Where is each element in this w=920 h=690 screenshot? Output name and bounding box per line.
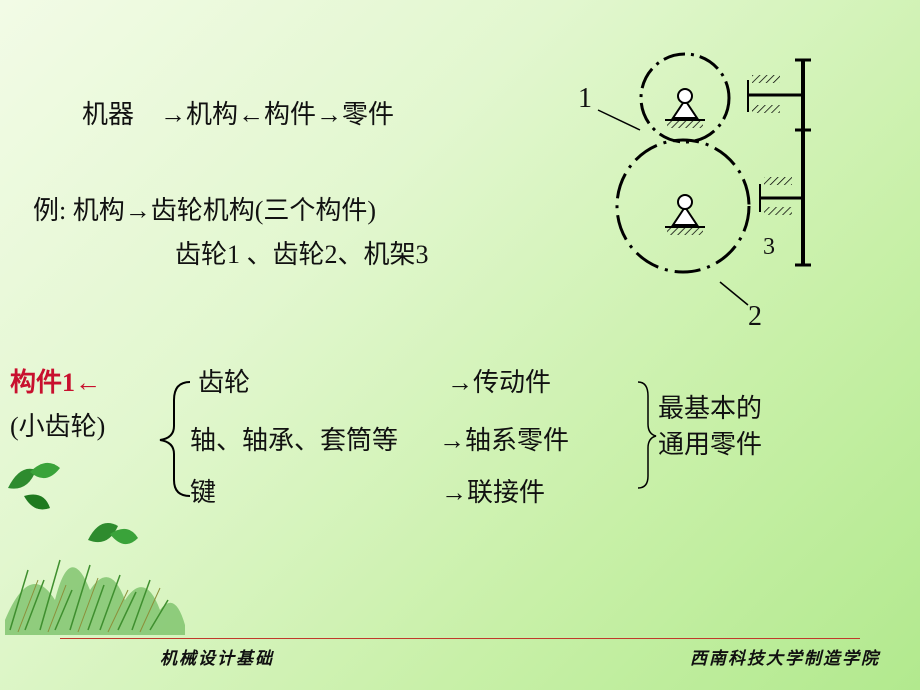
label-1: 1: [578, 83, 592, 114]
item-category: →联接件: [441, 478, 546, 507]
item-part: 齿轮: [198, 368, 251, 397]
item-part: 轴、轴承、套筒等: [190, 426, 399, 455]
large-gear-pivot: [671, 205, 699, 226]
label-3: 3: [763, 234, 775, 260]
item-category: →轴系零件: [439, 426, 570, 455]
small-gear-circle: [639, 52, 731, 144]
grass-decoration: [5, 462, 185, 635]
right-brace: [637, 381, 657, 489]
footer-course: 机械设计基础: [160, 649, 274, 668]
example-text: 例: 机构→齿轮机构(三个构件): [33, 196, 377, 225]
item-part: 键: [190, 478, 217, 507]
large-gear-circle: [615, 138, 751, 274]
component-subtitle: (小齿轮): [10, 412, 106, 441]
component-title: 构件1←: [10, 368, 102, 397]
item-category: →传动件: [447, 368, 552, 397]
parts-text: 齿轮1 、齿轮2、机架3: [175, 240, 429, 269]
small-gear-pivot: [671, 98, 699, 119]
summary-line1: 最基本的: [658, 394, 763, 423]
summary-line2: 通用零件: [658, 430, 763, 459]
footer-divider: [60, 638, 860, 639]
label-2: 2: [748, 301, 762, 332]
hierarchy-text: 机器 →机构←构件→零件: [82, 100, 395, 129]
footer-school: 西南科技大学制造学院: [690, 649, 880, 668]
left-brace: [159, 381, 191, 497]
